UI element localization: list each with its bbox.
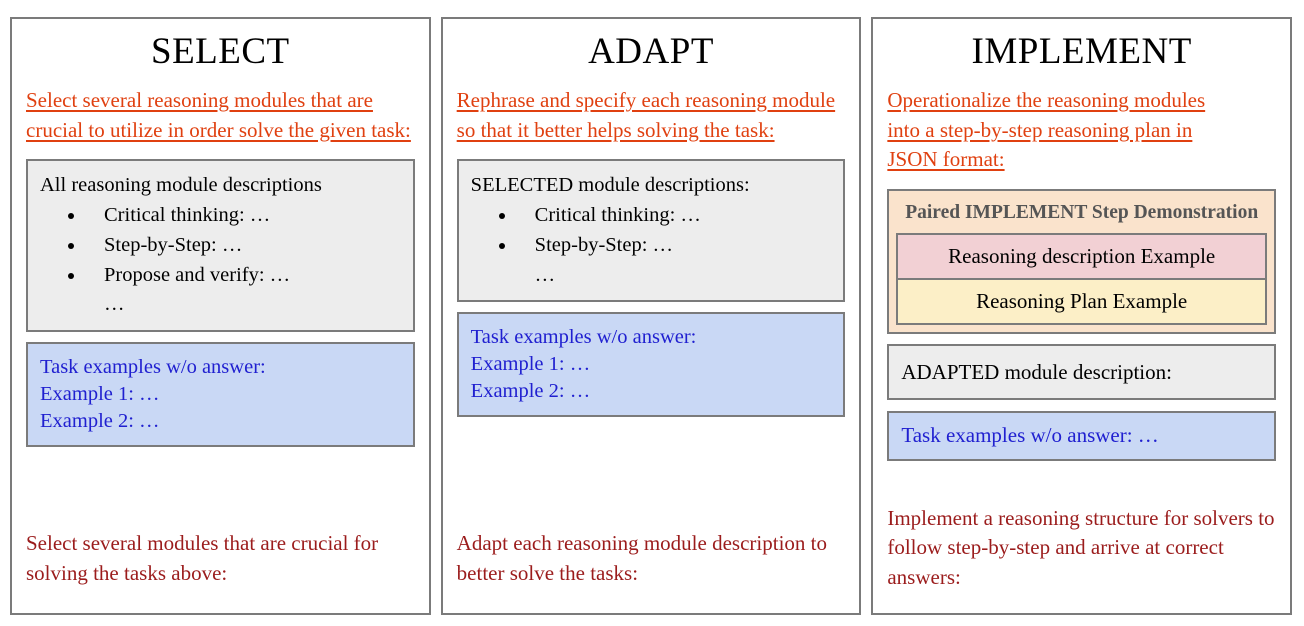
module-list-ellipsis: … bbox=[104, 293, 125, 316]
module-list-item: Step-by-Step: … bbox=[86, 231, 401, 261]
task-example-line: Example 2: … bbox=[470, 380, 591, 403]
module-list-item: Critical thinking: … bbox=[86, 201, 401, 231]
module-descriptions-box-select: All reasoning module descriptions Critic… bbox=[26, 159, 415, 333]
task-examples-heading: Task examples w/o answer: bbox=[470, 326, 697, 349]
reasoning-description-example-box: Reasoning description Example bbox=[896, 232, 1268, 279]
panel-select: SELECT Select several reasoning modules … bbox=[10, 17, 431, 615]
prompt-text-adapt: Rephrase and specify each reasoning modu… bbox=[456, 87, 836, 142]
module-list-item: Step-by-Step: … bbox=[517, 231, 832, 261]
prompt-text-select: Select several reasoning modules that ar… bbox=[26, 87, 411, 142]
task-examples-heading: Task examples w/o answer: bbox=[40, 356, 266, 379]
paired-demonstration-title: Paired IMPLEMENT Step Demonstration bbox=[905, 202, 1259, 224]
module-descriptions-box-adapt: SELECTED module descriptions: Critical t… bbox=[456, 159, 846, 303]
task-examples-box-implement: Task examples w/o answer: … bbox=[887, 411, 1277, 461]
task-examples-box-adapt: Task examples w/o answer: Example 1: … E… bbox=[456, 312, 846, 418]
panel-title-implement: IMPLEMENT bbox=[971, 31, 1192, 72]
module-descriptions-heading: SELECTED module descriptions: bbox=[470, 174, 750, 197]
module-list-adapt: Critical thinking: … Step-by-Step: … … bbox=[471, 201, 832, 290]
reasoning-plan-example-box: Reasoning Plan Example bbox=[896, 278, 1268, 325]
module-list-item: Critical thinking: … bbox=[517, 201, 832, 231]
panel-implement: IMPLEMENT Operationalize the reasoning m… bbox=[871, 17, 1293, 615]
footer-instruction-select: Select several modules that are crucial … bbox=[26, 531, 379, 586]
paired-demonstration-box: Paired IMPLEMENT Step Demonstration Reas… bbox=[887, 189, 1277, 334]
panel-title-adapt: ADAPT bbox=[588, 31, 714, 72]
adapted-module-description-box: ADAPTED module description: bbox=[887, 343, 1277, 401]
module-list-ellipsis: … bbox=[534, 263, 556, 286]
module-list-item: Propose and verify: … bbox=[86, 261, 401, 291]
panel-title-select: SELECT bbox=[151, 31, 290, 72]
task-example-line: Example 2: … bbox=[40, 410, 160, 433]
task-example-line: Example 1: … bbox=[470, 353, 591, 376]
prompt-text-implement: Operationalize the reasoning modules int… bbox=[887, 87, 1206, 172]
module-descriptions-heading: All reasoning module descriptions bbox=[40, 174, 322, 197]
task-examples-box-select: Task examples w/o answer: Example 1: … E… bbox=[26, 342, 415, 448]
footer-instruction-implement: Implement a reasoning structure for solv… bbox=[887, 505, 1275, 590]
footer-instruction-adapt: Adapt each reasoning module description … bbox=[456, 531, 827, 586]
module-list-select: Critical thinking: … Step-by-Step: … Pro… bbox=[40, 201, 401, 320]
task-example-line: Example 1: … bbox=[40, 383, 160, 406]
panel-adapt: ADAPT Rephrase and specify each reasonin… bbox=[440, 17, 862, 615]
task-examples-heading: Task examples w/o answer: … bbox=[901, 423, 1159, 448]
